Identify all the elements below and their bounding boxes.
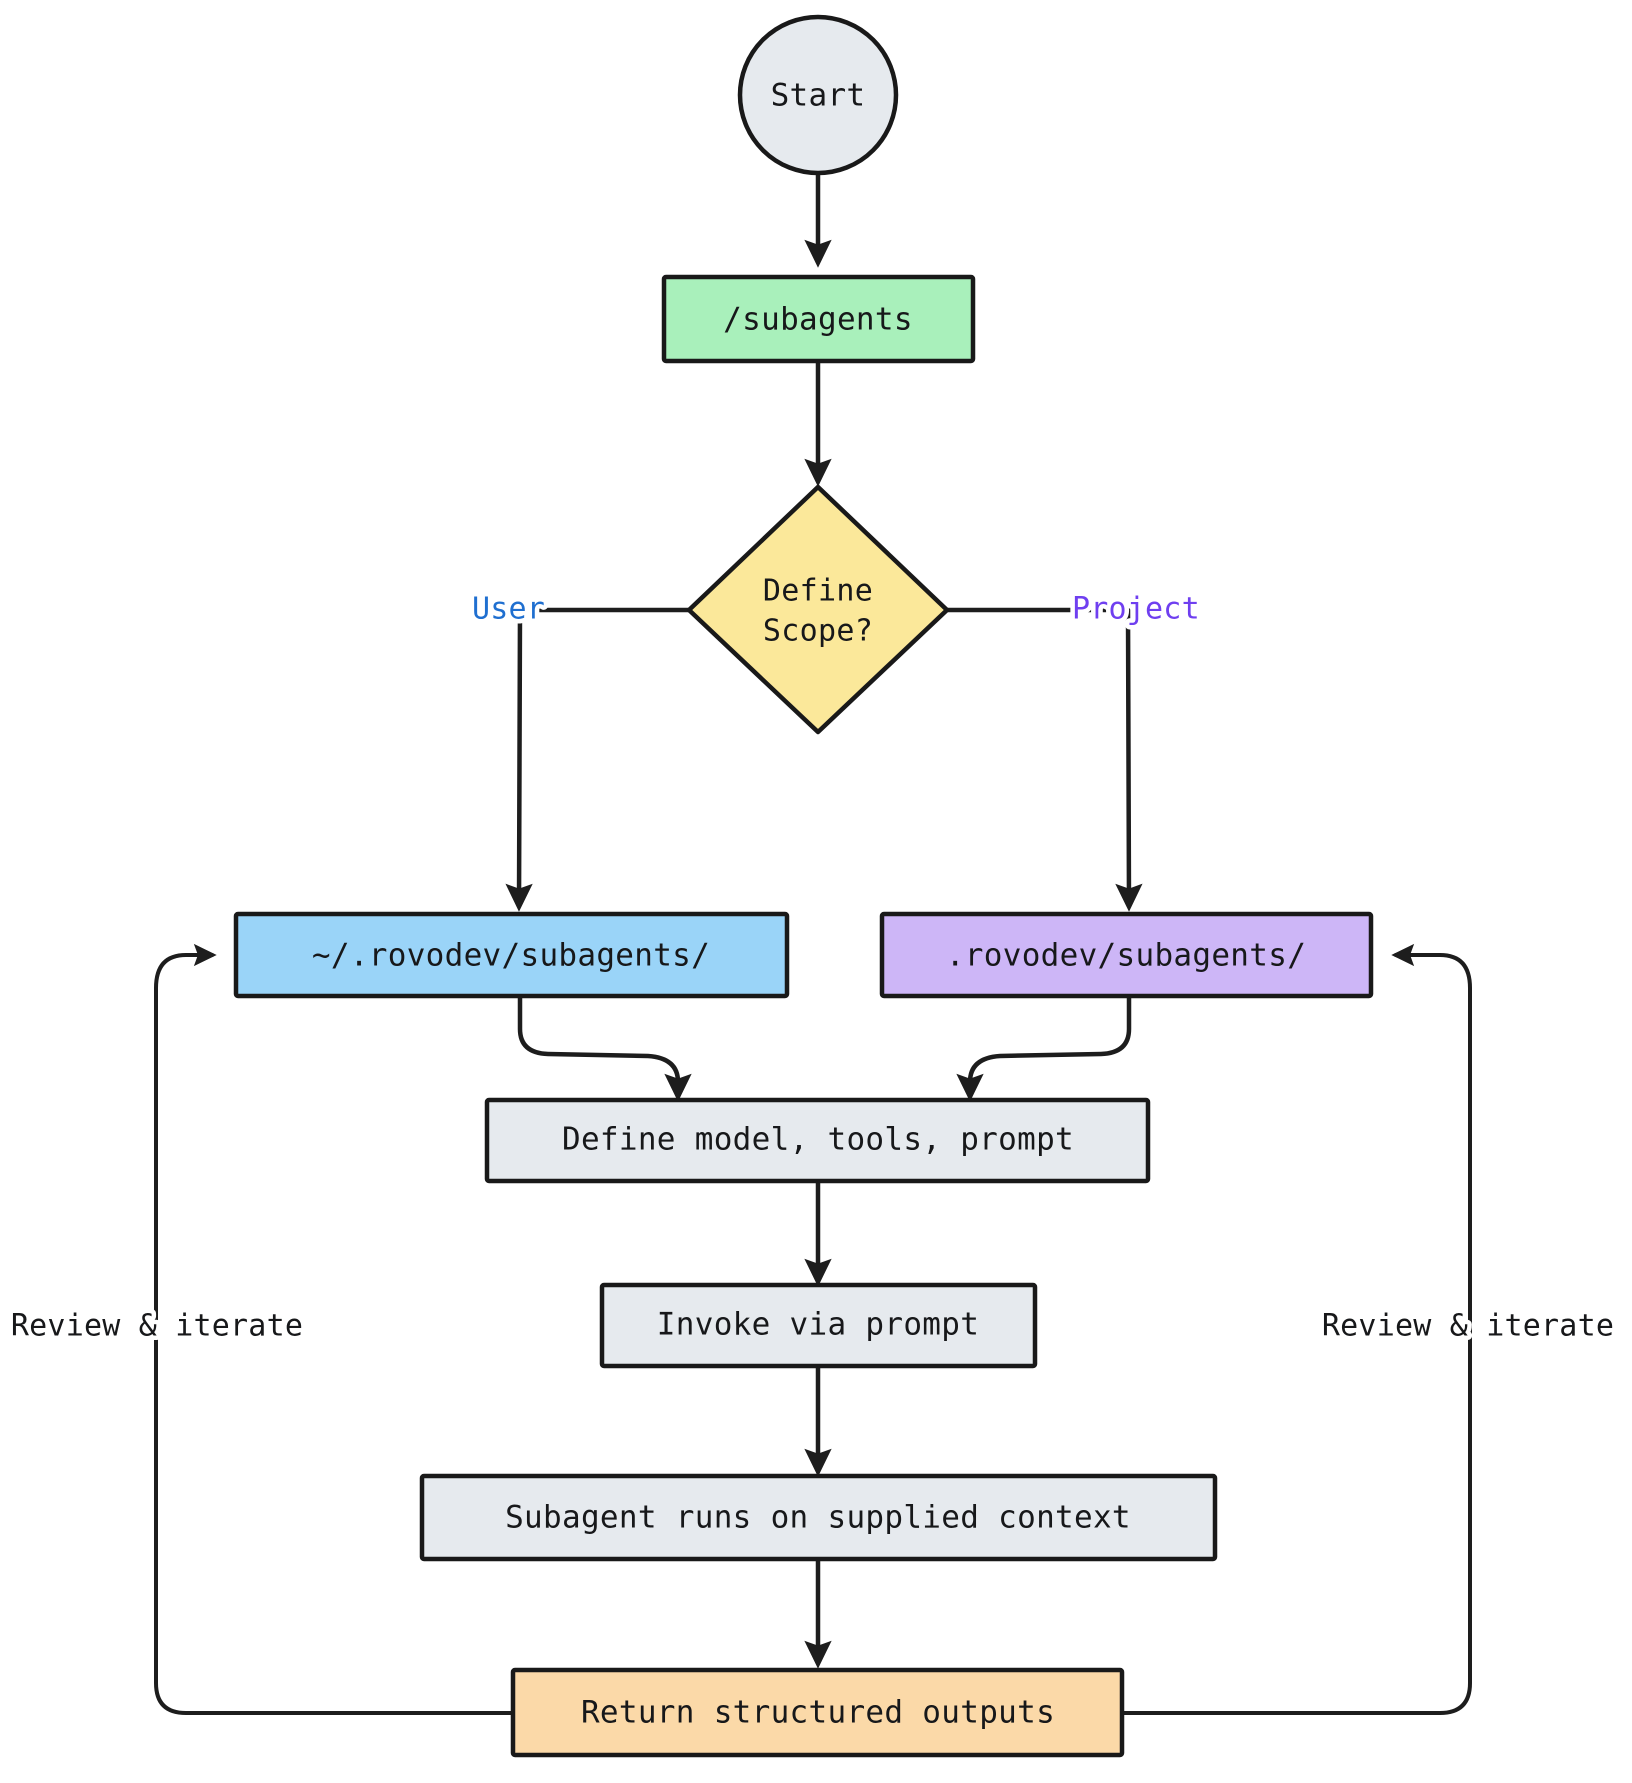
edge-output-to-project-path-loop [1120, 943, 1472, 1715]
node-output[interactable]: Return structured outputs [510, 1667, 1125, 1758]
node-define-config[interactable]: Define model, tools, prompt [484, 1097, 1151, 1184]
edge-label-review-right: Review & iterate [1317, 1304, 1618, 1348]
edge-label-review-left: Review & iterate [6, 1304, 307, 1348]
edge-label-user: User [467, 587, 549, 631]
edge-project-path-to-define [956, 993, 1132, 1102]
edge-output-to-user-path-loop [154, 943, 515, 1715]
output-box [510, 1667, 1125, 1758]
start-circle [737, 14, 899, 176]
edge-scope-to-project-path [945, 607, 1143, 912]
edge-label-user-text: User [472, 592, 545, 627]
node-define-scope[interactable]: Define Scope? [686, 484, 950, 735]
user-path-label: ~/.rovodev/subagents/ [312, 938, 710, 974]
node-project-path[interactable]: .rovodev/subagents/ [879, 911, 1374, 999]
define-config-box [484, 1097, 1151, 1184]
edge-user-path-to-define [517, 993, 692, 1102]
edge-scope-to-user-path [505, 607, 691, 912]
user-path-box [233, 911, 790, 999]
edge-label-project: Project [1068, 587, 1205, 631]
invoke-box [599, 1282, 1038, 1369]
project-path-label: .rovodev/subagents/ [946, 938, 1306, 974]
edge-label-review-right-text: Review & iterate [1322, 1309, 1614, 1344]
define-config-label: Define model, tools, prompt [562, 1122, 1074, 1158]
invoke-label: Invoke via prompt [657, 1307, 979, 1343]
run-label: Subagent runs on supplied context [505, 1500, 1131, 1536]
run-box [419, 1473, 1218, 1562]
node-invoke[interactable]: Invoke via prompt [599, 1282, 1038, 1369]
project-path-box [879, 911, 1374, 999]
node-start[interactable]: Start [737, 14, 899, 176]
subagents-command-label: /subagents [723, 302, 913, 338]
node-subagents-command[interactable]: /subagents [661, 274, 976, 364]
edge-label-review-left-text: Review & iterate [11, 1309, 303, 1344]
output-label: Return structured outputs [581, 1695, 1055, 1731]
edge-label-project-text: Project [1072, 592, 1200, 627]
define-scope-diamond [686, 484, 950, 735]
define-scope-label-line1: Define [763, 574, 873, 609]
start-label: Start [771, 78, 866, 114]
node-user-path[interactable]: ~/.rovodev/subagents/ [233, 911, 790, 999]
subagents-command-box [661, 274, 976, 364]
node-run[interactable]: Subagent runs on supplied context [419, 1473, 1218, 1562]
define-scope-label-line2: Scope? [763, 614, 873, 649]
